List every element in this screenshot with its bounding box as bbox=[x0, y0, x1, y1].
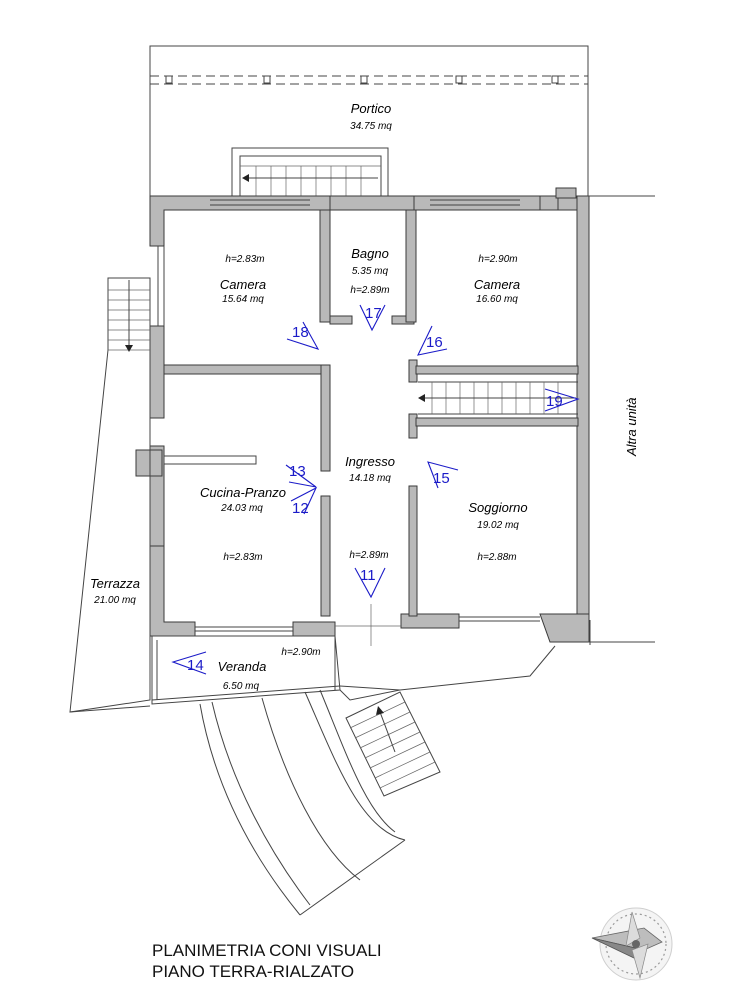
view-cone-12: 12 bbox=[290, 486, 318, 517]
view-cone-13: 13 bbox=[285, 463, 317, 488]
camera2-area: 16.60 mq bbox=[476, 294, 518, 305]
internal-stairs bbox=[418, 381, 578, 415]
view-cone-14: 14 bbox=[171, 651, 207, 675]
cucina-area: 24.03 mq bbox=[220, 503, 263, 514]
veranda-name: Veranda bbox=[218, 659, 267, 674]
view-cone-15-label: 15 bbox=[433, 470, 450, 487]
ingresso-area: 14.18 mq bbox=[349, 473, 391, 484]
interior-walls bbox=[163, 209, 579, 617]
view-cone-11: 11 bbox=[354, 567, 386, 599]
terrazza-name: Terrazza bbox=[90, 576, 140, 591]
ingresso-name: Ingresso bbox=[345, 454, 395, 469]
view-cone-19-label: 19 bbox=[546, 393, 563, 410]
plan-title-line1: PLANIMETRIA CONI VISUALI bbox=[152, 941, 382, 960]
view-cone-14-label: 14 bbox=[187, 657, 204, 674]
camera1-area: 15.64 mq bbox=[222, 294, 264, 305]
camera1-height: h=2.83m bbox=[225, 254, 264, 265]
view-cone-16: 16 bbox=[417, 325, 448, 356]
curved-ramp bbox=[199, 645, 556, 916]
terrazza-area: 21.00 mq bbox=[93, 595, 136, 606]
view-cone-18-label: 18 bbox=[292, 324, 309, 341]
view-cone-13-label: 13 bbox=[289, 463, 306, 480]
front-stairs bbox=[345, 691, 441, 797]
portico-area-label: 34.75 mq bbox=[350, 121, 392, 132]
view-cone-17-label: 17 bbox=[365, 305, 382, 322]
view-cone-19: 19 bbox=[544, 388, 580, 412]
terrazza-area bbox=[69, 277, 151, 713]
cucina-name: Cucina-Pranzo bbox=[200, 485, 286, 500]
camera2-height: h=2.90m bbox=[478, 254, 517, 265]
altra-unita-label: Altra unità bbox=[624, 397, 639, 457]
boundary-lines bbox=[588, 195, 655, 645]
view-cone-12-label: 12 bbox=[292, 500, 309, 517]
view-cone-16-label: 16 bbox=[426, 334, 443, 351]
soggiorno-height: h=2.88m bbox=[477, 552, 516, 563]
veranda-area: 6.50 mq bbox=[223, 681, 260, 692]
camera2-name: Camera bbox=[474, 277, 520, 292]
exterior-walls bbox=[135, 187, 590, 643]
plan-title-line2: PIANO TERRA-RIALZATO bbox=[152, 962, 354, 981]
ingresso-height: h=2.89m bbox=[349, 550, 388, 561]
cucina-height: h=2.83m bbox=[223, 552, 262, 563]
bagno-area: 5.35 mq bbox=[352, 266, 389, 277]
compass-rose-icon bbox=[591, 907, 673, 981]
veranda-height: h=2.90m bbox=[281, 647, 320, 658]
bagno-height: h=2.89m bbox=[350, 285, 389, 296]
portico-area bbox=[149, 45, 589, 196]
soggiorno-name: Soggiorno bbox=[468, 500, 527, 515]
view-cone-11-label: 11 bbox=[360, 567, 376, 584]
camera1-name: Camera bbox=[220, 277, 266, 292]
portico-stairs bbox=[231, 147, 389, 196]
soggiorno-area: 19.02 mq bbox=[477, 520, 519, 531]
view-cone-15: 15 bbox=[427, 461, 459, 489]
portico-name: Portico bbox=[351, 101, 391, 116]
view-cone-17: 17 bbox=[359, 304, 386, 332]
view-cone-18: 18 bbox=[286, 321, 320, 350]
bagno-name: Bagno bbox=[351, 246, 389, 261]
